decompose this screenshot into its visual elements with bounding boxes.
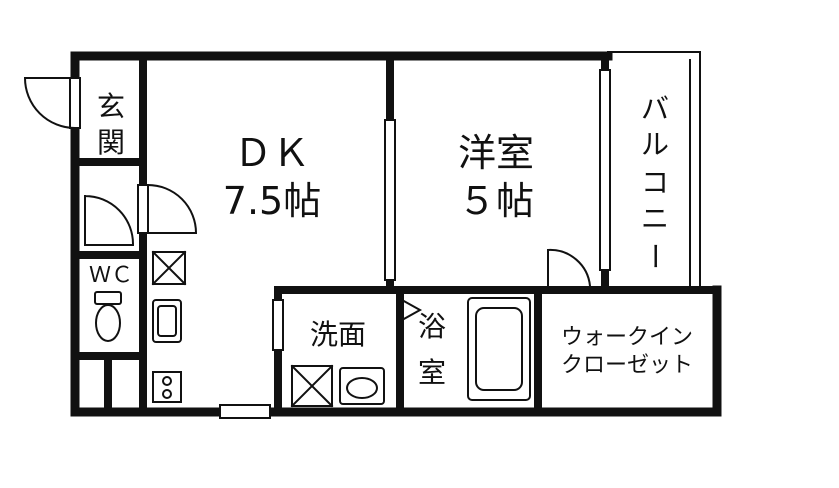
bathtub (467, 297, 531, 401)
youshitsu-door (547, 248, 592, 288)
entrance-door (23, 77, 81, 130)
youshitsu-size: ５帖 (458, 179, 534, 223)
wash-basin (339, 367, 385, 405)
closet-label-2: クローゼット (561, 353, 693, 378)
balcony-char-1: バ (641, 92, 669, 125)
wc-label: ＷＣ (89, 263, 133, 288)
balcony-char-5: ー (638, 242, 671, 270)
closet-label-1: ウォークイン (561, 325, 693, 350)
windows (219, 69, 611, 419)
kitchen-sink (152, 299, 182, 343)
fridge-space (151, 250, 187, 286)
yokushitsu-label-2: 室 (418, 356, 446, 389)
youshitsu-name: 洋室 (458, 131, 534, 175)
dk-door (137, 183, 198, 234)
stove (152, 371, 182, 403)
dk-name: ＤＫ (234, 131, 310, 175)
washer-space (290, 364, 334, 408)
balcony-char-4: ニ (641, 202, 669, 235)
bath-door (401, 298, 423, 322)
yokushitsu-label-1: 浴 (418, 310, 446, 343)
toilet (94, 291, 122, 342)
senmen-label: 洗面 (310, 318, 366, 351)
balcony-char-2: ル (641, 128, 669, 161)
dk-size: 7.5帖 (223, 179, 321, 223)
wc-door (83, 194, 135, 246)
genkan-label-2: 関 (97, 126, 125, 159)
balcony-char-3: コ (641, 166, 669, 199)
genkan-label-1: 玄 (97, 90, 125, 123)
